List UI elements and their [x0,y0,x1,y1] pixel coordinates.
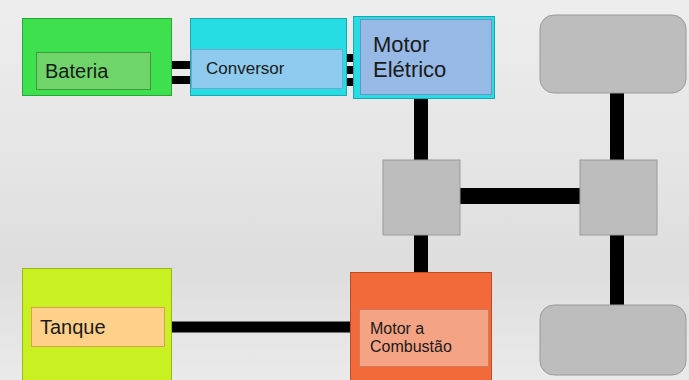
shaft [458,188,584,204]
connector-line [172,76,190,84]
shaft [414,232,428,276]
node-label: Motor a Combustão [359,309,489,367]
node-label: Motor Elétrico [360,19,492,95]
connector-line [172,322,350,333]
node-label: Tanque [31,307,165,347]
battery-box: Bateria [22,18,172,96]
converter-box: Conversor [190,18,347,96]
shaft [414,94,428,164]
node-label: Bateria [36,52,151,90]
node-label: Conversor [191,49,343,89]
electric-motor-box: Motor Elétrico [353,16,495,99]
connector-line [172,61,190,69]
axle [610,90,624,164]
tank-box: Tanque [22,268,172,380]
wheel [540,15,686,93]
combustion-engine-box: Motor a Combustão [350,272,492,380]
wheel [540,305,686,375]
axle [610,232,624,308]
differential [580,160,657,235]
gearbox [383,160,460,235]
